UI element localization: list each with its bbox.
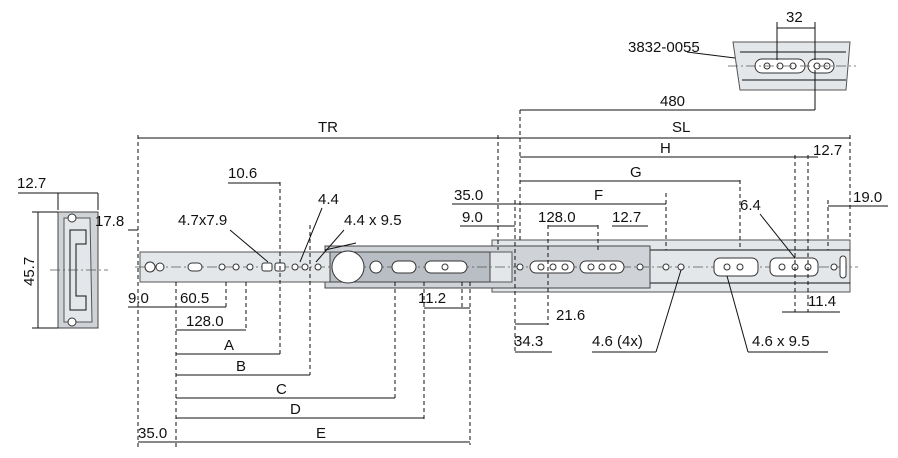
dim-sl: SL xyxy=(672,119,690,136)
dim-9-0-bottom: 9.0 xyxy=(128,290,149,307)
dim-12-7-right: 12.7 xyxy=(813,142,842,159)
dim-35-0-top: 35.0 xyxy=(454,187,483,204)
dim-17-8: 17.8 xyxy=(95,213,124,230)
dim-11-4: 11.4 xyxy=(808,293,836,310)
dim-12-7-left: 12.7 xyxy=(17,175,46,192)
dim-480: 480 xyxy=(660,93,685,110)
disconnect-lever xyxy=(331,250,365,284)
dim-c: C xyxy=(276,381,287,398)
dim-21-6: 21.6 xyxy=(556,307,585,324)
slide-body xyxy=(135,239,858,293)
dim-tr: TR xyxy=(318,119,338,136)
dim-f: F xyxy=(594,187,603,204)
dim-4-4: 4.4 xyxy=(318,191,339,208)
inset-detail xyxy=(686,22,856,91)
dim-6-4: 6.4 xyxy=(740,197,761,214)
dim-a: A xyxy=(224,337,234,354)
dim-9-0-top: 9.0 xyxy=(462,209,483,226)
dim-b: B xyxy=(236,358,246,375)
dim-11-2: 11.2 xyxy=(418,290,446,307)
cross-section xyxy=(50,211,108,329)
dim-35-0-bottom: 35.0 xyxy=(138,425,167,442)
dim-32: 32 xyxy=(786,9,803,26)
dim-4-6-4x: 4.6 (4x) xyxy=(592,333,643,350)
part-number: 3832-0055 xyxy=(628,39,700,56)
dim-4-6x9-5: 4.6 x 9.5 xyxy=(752,333,810,350)
dim-19-0: 19.0 xyxy=(853,189,882,206)
dim-4-4x9-5: 4.4 x 9.5 xyxy=(344,212,402,229)
dim-e: E xyxy=(316,425,326,442)
dim-60-5: 60.5 xyxy=(180,290,209,307)
dim-4-7x7-9: 4.7x7.9 xyxy=(178,212,227,229)
dim-34-3: 34.3 xyxy=(514,333,543,350)
dim-128-0-top: 128.0 xyxy=(538,209,576,226)
dim-d: D xyxy=(290,401,301,418)
dim-10-6: 10.6 xyxy=(228,165,257,182)
dim-45-7: 45.7 xyxy=(21,257,38,286)
dim-128-0-bottom: 128.0 xyxy=(186,313,224,330)
dim-12-7-mid: 12.7 xyxy=(612,209,641,226)
dim-h: H xyxy=(660,140,671,157)
dim-g: G xyxy=(630,164,642,181)
